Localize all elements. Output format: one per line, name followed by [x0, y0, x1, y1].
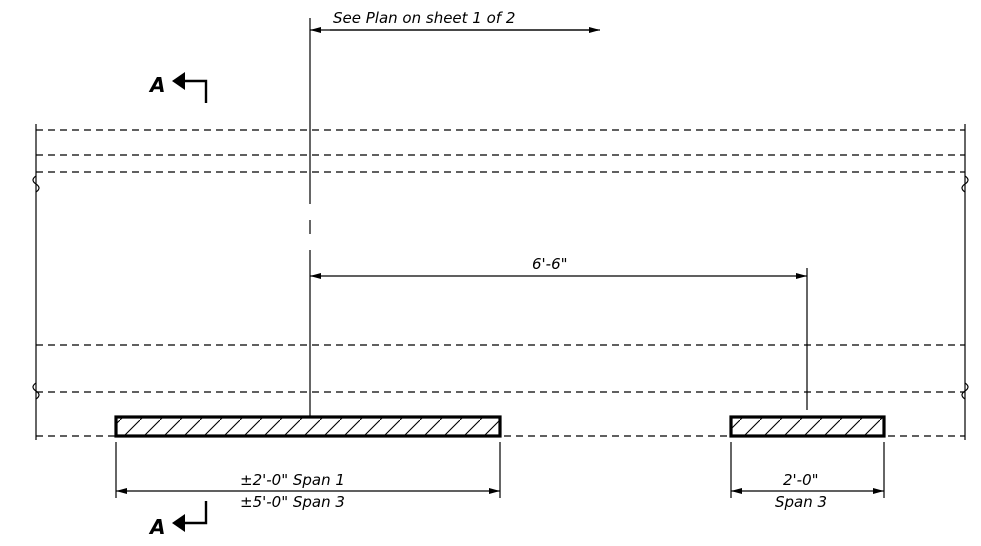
- section-marker-bottom: A: [148, 501, 208, 539]
- right-span-label-2: Span 3: [775, 493, 827, 511]
- left-span-label-1: ±2'-0" Span 1: [240, 471, 345, 489]
- left-break-mark-lower: [32, 382, 40, 400]
- hidden-lines: [36, 129, 965, 437]
- right-hatched-member: [729, 415, 886, 438]
- left-break-mark-upper: [32, 175, 40, 193]
- see-plan-note: See Plan on sheet 1 of 2: [333, 9, 515, 27]
- left-hatched-member: [114, 415, 502, 438]
- section-marker-top-label: A: [148, 73, 165, 97]
- section-cut-line-top: [185, 79, 208, 103]
- section-arrow-bottom-icon: [172, 514, 185, 532]
- left-span-label-2: ±5'-0" Span 3: [240, 493, 345, 511]
- right-break-mark-lower: [961, 382, 969, 400]
- section-marker-bottom-label: A: [148, 515, 165, 539]
- boundary-lines: [32, 124, 969, 440]
- right-break-mark-upper: [961, 175, 969, 193]
- offset-dimension-label: 6'-6": [532, 255, 568, 273]
- section-cut-line-bottom: [185, 501, 208, 525]
- section-arrow-top-icon: [172, 72, 185, 90]
- right-span-label-1: 2'-0": [783, 471, 819, 489]
- section-marker-top: A: [148, 72, 208, 103]
